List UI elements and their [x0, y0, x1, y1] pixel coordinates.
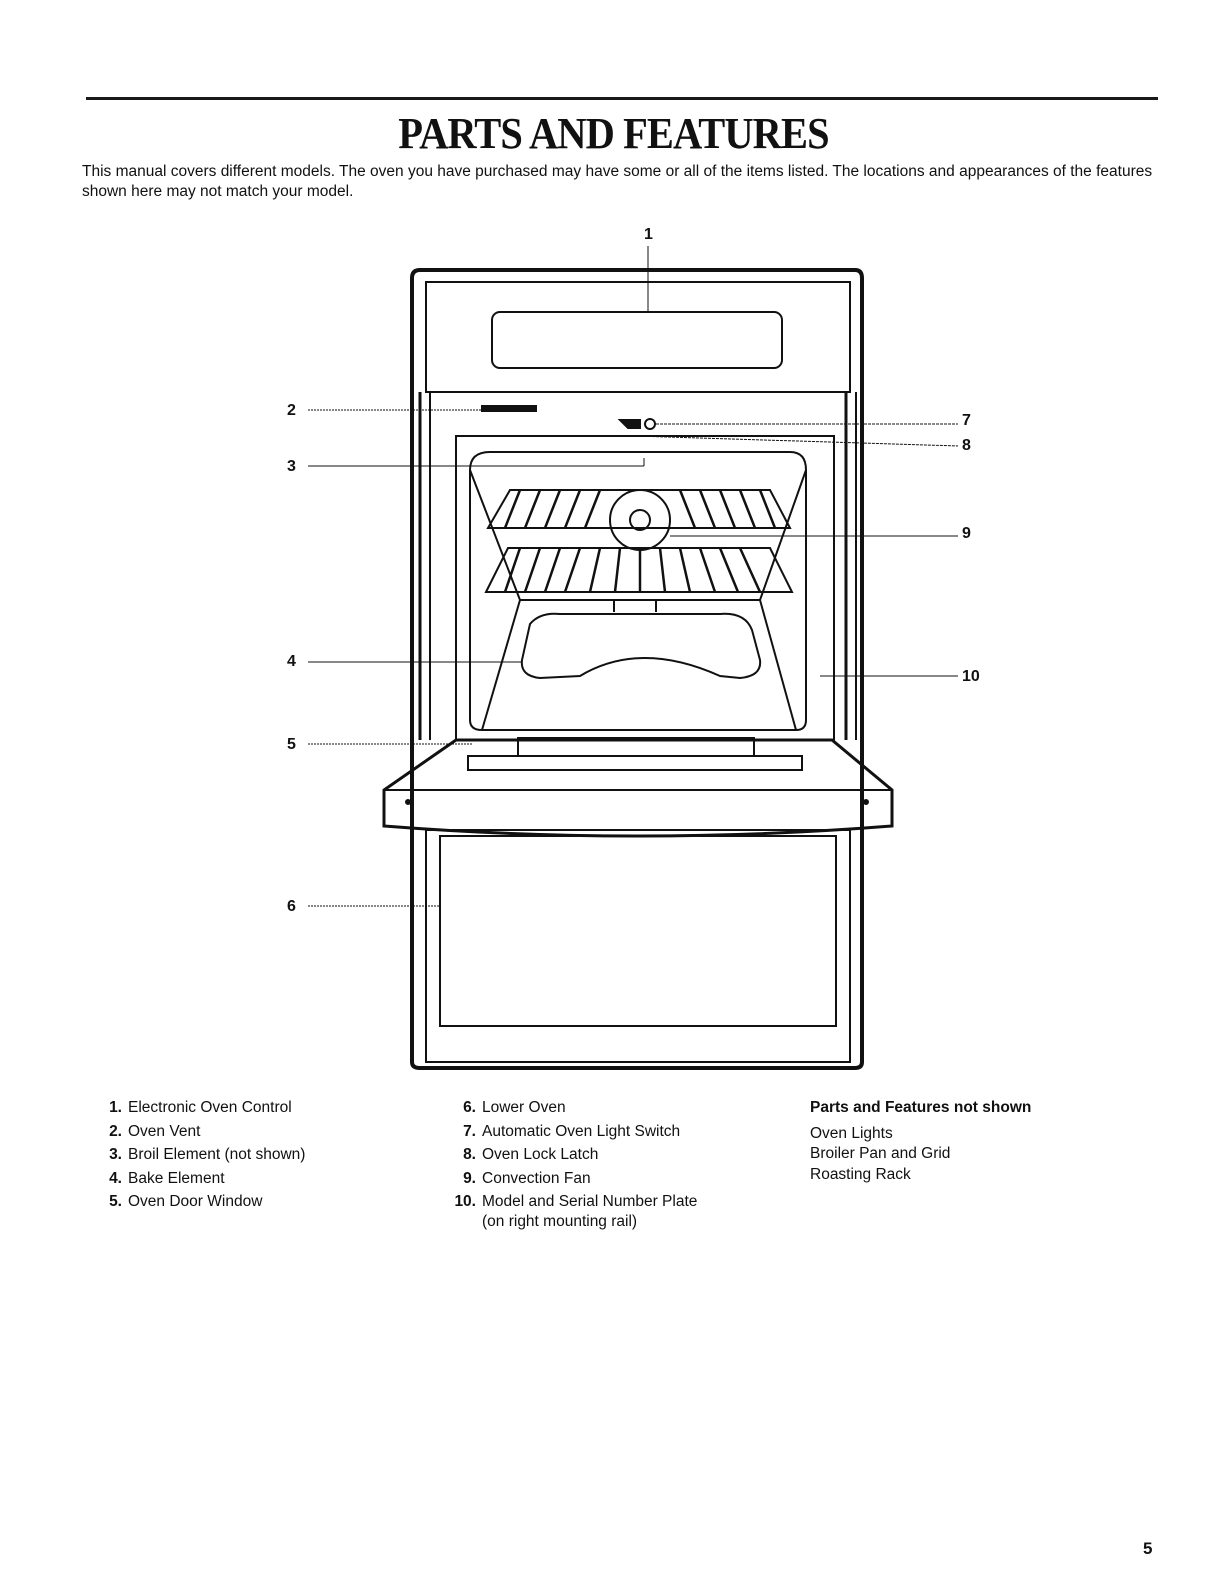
legend-item: 9.Convection Fan	[463, 1169, 591, 1187]
page-number: 5	[1143, 1539, 1153, 1558]
oven-door	[382, 738, 894, 838]
leader-lines	[308, 246, 959, 907]
legend-item: 4.Bake Element	[109, 1169, 225, 1187]
legend-item: 7.Automatic Oven Light Switch	[463, 1122, 681, 1140]
legend-item: 1.Electronic Oven Control	[109, 1099, 292, 1116]
callout-3: 3	[287, 458, 296, 475]
callout-7: 7	[962, 412, 971, 429]
legend-item: 8.Oven Lock Latch	[463, 1146, 599, 1163]
page-title: PARTS AND FEATURES	[398, 109, 829, 158]
callout-4: 4	[287, 653, 296, 670]
legend-note: (on right mounting rail)	[482, 1212, 638, 1230]
bake-element	[520, 612, 762, 680]
legend-item: Oven Lights	[810, 1124, 893, 1142]
legend-item: 3.Broil Element (not shown)	[109, 1146, 306, 1163]
legend-item: Broiler Pan and Grid	[810, 1145, 951, 1162]
callout-8: 8	[962, 437, 971, 454]
callout-1: 1	[644, 226, 653, 243]
legend-item: 5.Oven Door Window	[109, 1193, 263, 1210]
upper-rack	[486, 489, 792, 529]
legend-column-2: 6.Lower Oven 7.Automatic Oven Light Swit…	[452, 1096, 697, 1233]
lower-oven	[425, 829, 851, 1063]
legend-item: Roasting Rack	[810, 1165, 911, 1183]
legend-item: 10.Model and Serial Number Plate	[454, 1193, 698, 1210]
legend-item: 2.Oven Vent	[109, 1122, 201, 1140]
legend-heading: Parts and Features not shown	[810, 1099, 1032, 1116]
intro-paragraph: This manual covers different models. The…	[82, 163, 1153, 200]
cabinet-inner-frame	[425, 281, 851, 393]
light-switch	[644, 418, 656, 430]
callout-9: 9	[962, 525, 971, 542]
legend-item: 6.Lower Oven	[463, 1099, 566, 1116]
legend-column-1: 1.Electronic Oven Control 2.Oven Vent 3.…	[98, 1096, 305, 1214]
electronic-control-display	[491, 311, 783, 369]
legend-column-3: Parts and Features not shown Oven Lights…	[810, 1096, 1031, 1186]
oven-cabinet	[410, 268, 864, 1070]
callout-2: 2	[287, 402, 296, 419]
top-rule	[86, 97, 1158, 100]
oven-vent	[481, 405, 537, 412]
rack-wires	[503, 489, 777, 593]
oven-lock-latch	[617, 419, 641, 429]
callout-6: 6	[287, 898, 296, 915]
convection-fan	[609, 489, 671, 551]
callout-5: 5	[287, 736, 296, 753]
oven-cavity	[455, 435, 835, 741]
callout-10: 10	[962, 668, 980, 685]
